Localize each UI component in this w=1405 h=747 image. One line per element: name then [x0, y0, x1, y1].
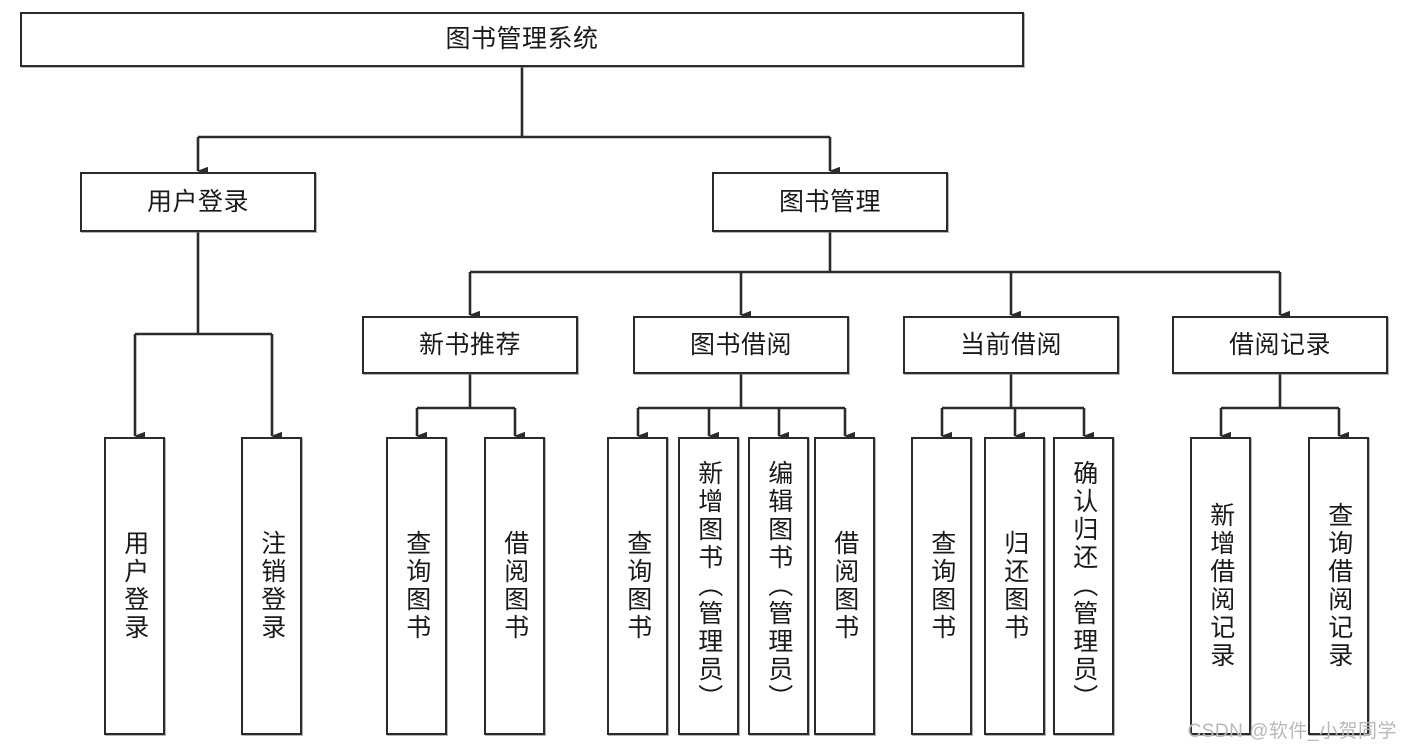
- node-label: 注销登录: [257, 530, 286, 642]
- node-leaf-brw-add[interactable]: 新增图书（管理员）: [678, 437, 739, 735]
- node-label: 编辑图书（管理员）: [764, 460, 793, 712]
- node-leaf-rec-query[interactable]: 查询图书: [386, 437, 447, 735]
- node-label: 图书借阅: [689, 330, 792, 359]
- node-leaf-rec-add[interactable]: 新增借阅记录: [1190, 437, 1251, 735]
- node-label: 借阅图书: [500, 530, 529, 642]
- node-new-book-rec[interactable]: 新书推荐: [362, 316, 578, 374]
- node-label: 新增借阅记录: [1206, 502, 1235, 670]
- node-borrow-record[interactable]: 借阅记录: [1172, 316, 1388, 374]
- node-label: 新书推荐: [418, 330, 521, 359]
- node-label: 查询图书: [623, 530, 652, 642]
- node-book-borrow[interactable]: 图书借阅: [633, 316, 849, 374]
- node-current-borrow[interactable]: 当前借阅: [903, 316, 1119, 374]
- node-label: 查询图书: [927, 530, 956, 642]
- node-label: 借阅记录: [1228, 330, 1331, 359]
- node-leaf-user-logout[interactable]: 注销登录: [241, 437, 302, 735]
- node-label: 查询借阅记录: [1324, 502, 1353, 670]
- node-leaf-rec-borrow[interactable]: 借阅图书: [484, 437, 545, 735]
- node-label: 当前借阅: [959, 330, 1062, 359]
- node-label: 图书管理: [778, 187, 881, 216]
- node-label: 图书管理系统: [445, 25, 599, 54]
- node-label: 确认归还（管理员）: [1069, 460, 1098, 712]
- node-user-login[interactable]: 用户登录: [80, 172, 316, 232]
- node-label: 借阅图书: [830, 530, 859, 642]
- node-label: 归还图书: [1000, 530, 1029, 642]
- node-root[interactable]: 图书管理系统: [20, 12, 1024, 67]
- node-leaf-rec-query2[interactable]: 查询借阅记录: [1308, 437, 1369, 735]
- node-label: 新增图书（管理员）: [694, 460, 723, 712]
- node-label: 用户登录: [120, 530, 149, 642]
- node-leaf-brw-query[interactable]: 查询图书: [607, 437, 668, 735]
- node-label: 查询图书: [402, 530, 431, 642]
- node-leaf-cur-query[interactable]: 查询图书: [911, 437, 972, 735]
- node-leaf-brw-lend[interactable]: 借阅图书: [814, 437, 875, 735]
- csdn-watermark: CSDN @软件_小贺同学: [1187, 721, 1397, 742]
- node-leaf-cur-confirm[interactable]: 确认归还（管理员）: [1053, 437, 1114, 735]
- node-leaf-cur-return[interactable]: 归还图书: [984, 437, 1045, 735]
- node-book-manage[interactable]: 图书管理: [712, 172, 948, 232]
- node-leaf-user-login[interactable]: 用户登录: [104, 437, 165, 735]
- node-label: 用户登录: [146, 187, 249, 216]
- node-leaf-brw-edit[interactable]: 编辑图书（管理员）: [748, 437, 809, 735]
